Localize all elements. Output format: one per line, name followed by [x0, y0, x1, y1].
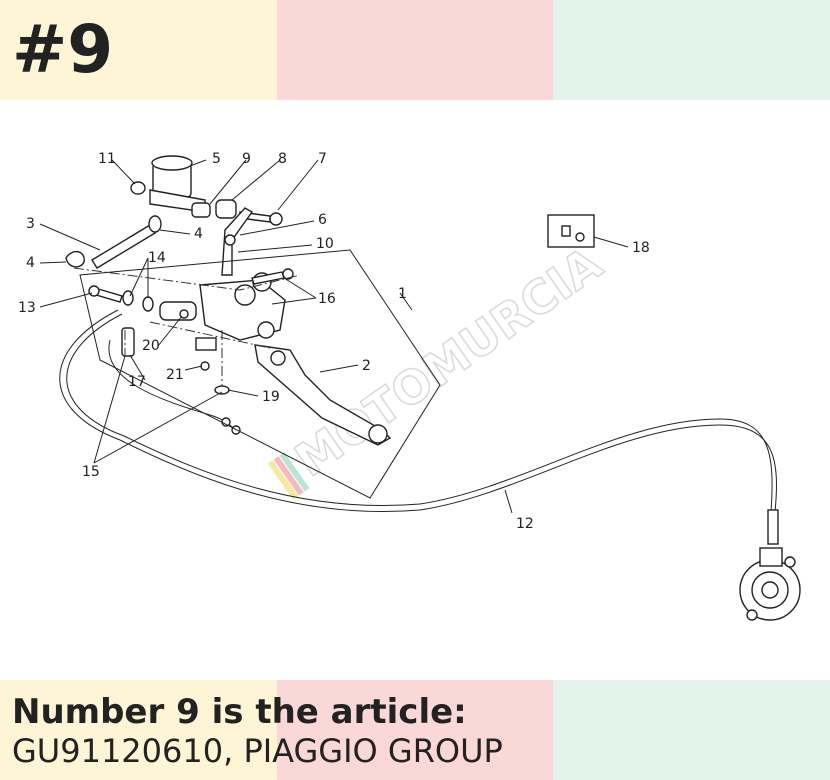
callout-19: 19: [262, 389, 280, 405]
callout-8: 8: [278, 151, 287, 167]
callout-4-lower: 4: [26, 255, 35, 271]
part-15-switch: [121, 327, 135, 357]
slave-cylinder: [739, 547, 801, 621]
cable-end-fitting: [767, 509, 779, 545]
caption-band: [0, 680, 830, 780]
callout-15: 15: [82, 464, 100, 480]
part-number-title: #9: [12, 11, 114, 88]
callout-12: 12: [516, 516, 534, 532]
callout-4-upper: 4: [194, 226, 203, 242]
callout-14: 14: [148, 250, 166, 266]
watermark-stripe-green: [279, 452, 310, 492]
band-segment-mint-bottom: [553, 680, 830, 780]
part-21-nut: [200, 361, 210, 371]
band-segment-pink-bottom: [277, 680, 553, 780]
callout-18: 18: [632, 240, 650, 256]
band-segment-yellow: [0, 0, 277, 100]
assembly-axis-1: [73, 267, 301, 291]
assembly-axis-3: [149, 321, 271, 349]
part-4-clamp: [148, 215, 162, 233]
watermark-stripe-pink: [273, 456, 304, 496]
clutch-cable: [59, 309, 777, 513]
part-8-bushing: [215, 199, 237, 219]
band-segment-pink: [277, 0, 553, 100]
part-19-washer: [214, 385, 230, 395]
leader-lines: [39, 159, 629, 514]
callout-17: 17: [128, 374, 146, 390]
clutch-cable-inner: [66, 313, 773, 513]
part-2-lever-knob: [368, 424, 388, 444]
callout-21: 21: [166, 367, 184, 383]
callout-1: 1: [398, 286, 407, 302]
assembly-axis-2: [124, 330, 223, 385]
caption-article-code: GU91120610, PIAGGIO GROUP: [12, 732, 503, 770]
part-2-lever: [254, 344, 392, 446]
header-band: [0, 0, 830, 100]
callout-13: 13: [18, 300, 36, 316]
part-14-washer-b: [142, 296, 154, 312]
band-segment-yellow-bottom: [0, 680, 277, 780]
exploded-parts-diagram: MOTOMURCIA: [18, 151, 801, 621]
part-4-clamp-lower: [65, 251, 85, 268]
part-18-clip: [547, 214, 595, 248]
callout-11: 11: [98, 151, 116, 167]
part-3-hose: [91, 224, 156, 269]
callout-5: 5: [212, 151, 221, 167]
part-11-cap: [130, 181, 146, 195]
callout-16: 16: [318, 291, 336, 307]
callout-9: 9: [242, 151, 251, 167]
part-20-plate: [195, 337, 217, 351]
callout-10: 10: [316, 236, 334, 252]
watermark-stripe-yellow: [267, 460, 299, 500]
band-segment-mint: [553, 0, 830, 100]
part-1-group-outline: [79, 249, 441, 499]
watermark-text: MOTOMURCIA: [285, 236, 612, 487]
callout-6: 6: [318, 212, 327, 228]
part-5-reservoir: [149, 155, 206, 213]
watermark: MOTOMURCIA: [267, 235, 612, 500]
callout-3: 3: [26, 216, 35, 232]
callout-2: 2: [362, 358, 371, 374]
callout-20: 20: [142, 338, 160, 354]
part-9-washer: [191, 202, 211, 218]
callout-7: 7: [318, 151, 327, 167]
caption-heading: Number 9 is the article:: [12, 692, 467, 732]
